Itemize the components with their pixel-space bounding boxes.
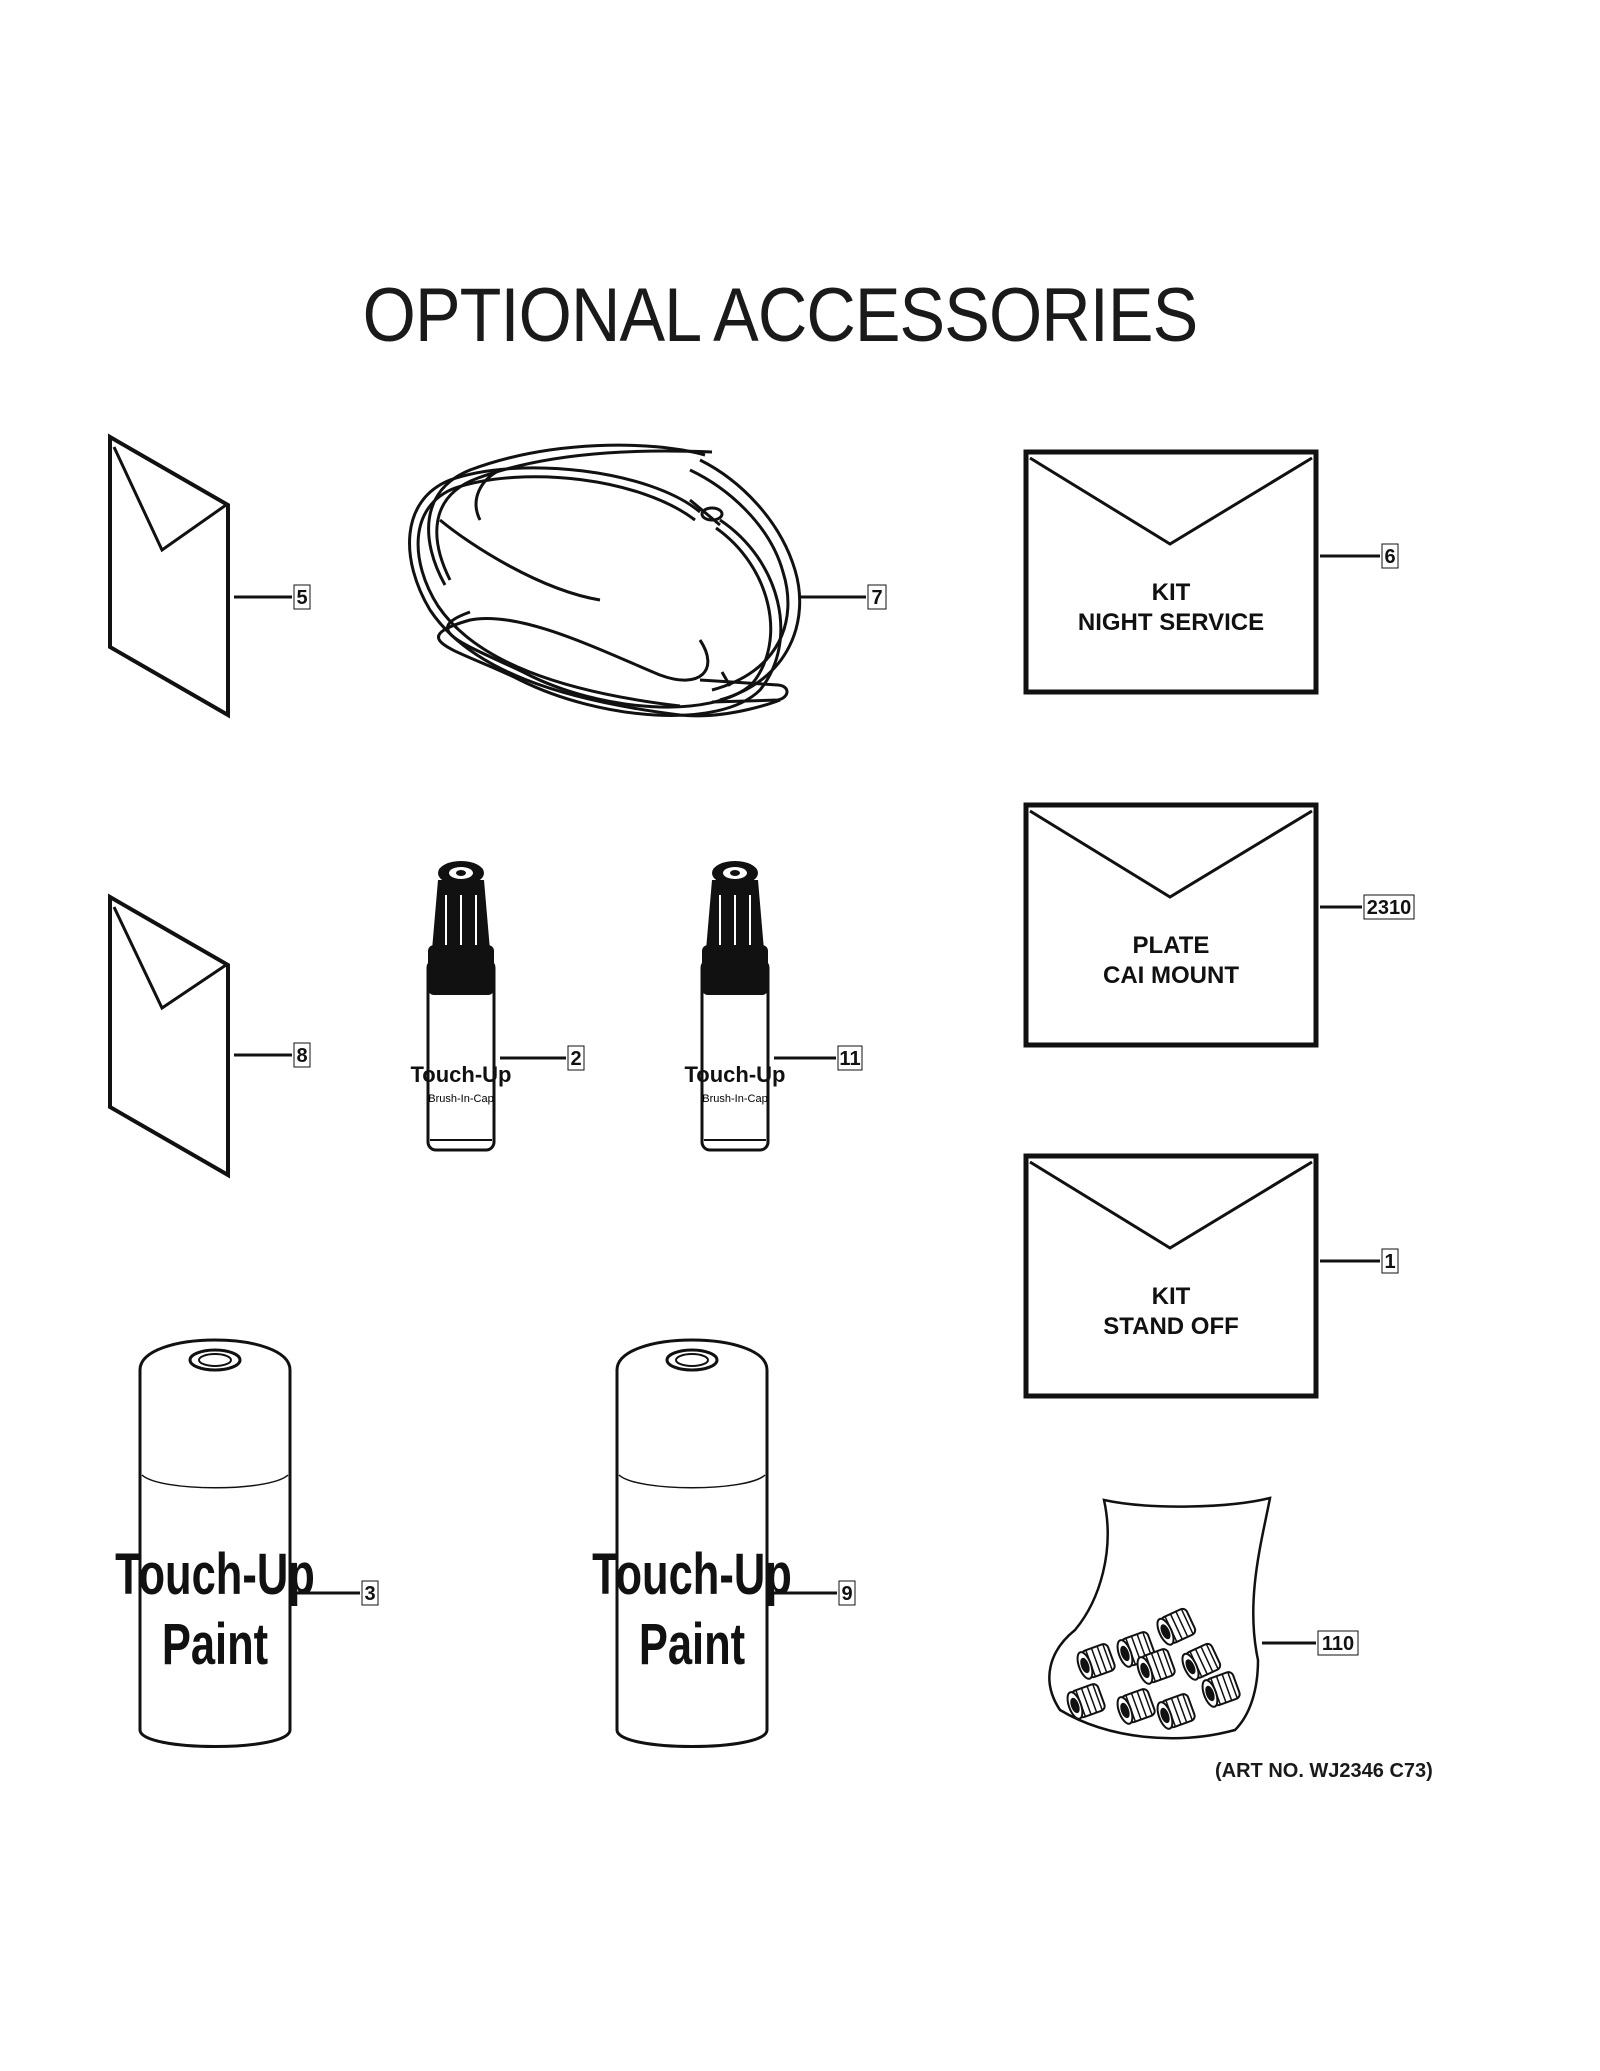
pen-11-label: Touch-Up (684, 1062, 785, 1087)
callout-11[interactable]: 11 (774, 1045, 863, 1071)
envelope-2310-line1: PLATE (1133, 932, 1210, 959)
callout-110[interactable]: 110 (1262, 1630, 1359, 1656)
envelope-2310-line2: CAI MOUNT (1103, 962, 1239, 989)
callout-2-label: 2 (570, 1048, 581, 1070)
callout-11-label: 11 (839, 1048, 860, 1070)
envelope-6-line1: KIT (1152, 579, 1191, 606)
envelope-6-line2: NIGHT SERVICE (1078, 609, 1264, 636)
callout-9-label: 9 (841, 1583, 852, 1605)
part-9-touch-up-paint-can: Touch-Up Paint (592, 1338, 792, 1748)
part-11-touch-up-pen: Touch-Up Brush-In-Cap (684, 861, 786, 1152)
callout-2[interactable]: 2 (500, 1045, 585, 1071)
art-number: (ART NO. WJ2346 C73) (1215, 1760, 1433, 1782)
part-7-gasket (408, 443, 802, 718)
callout-6-label: 6 (1384, 546, 1395, 568)
pen-2-label: Touch-Up (410, 1062, 511, 1087)
can-9-label-line2: Paint (639, 1612, 745, 1676)
callout-5-label: 5 (296, 587, 307, 609)
envelope-1-line1: KIT (1152, 1283, 1191, 1310)
callout-1-label: 1 (1384, 1251, 1395, 1273)
callout-7-label: 7 (871, 587, 882, 609)
callout-2310[interactable]: 2310 (1320, 894, 1415, 920)
callout-1[interactable]: 1 (1320, 1248, 1399, 1274)
callout-7[interactable]: 7 (800, 584, 887, 610)
callout-9[interactable]: 9 (773, 1580, 856, 1606)
callout-5[interactable]: 5 (234, 584, 311, 610)
pen-2-sublabel: Brush-In-Cap (428, 1093, 493, 1105)
can-9-label-line1: Touch-Up (592, 1542, 792, 1606)
diagram-title: OPTIONAL ACCESSORIES (362, 273, 1199, 358)
callout-110-label: 110 (1322, 1633, 1354, 1655)
can-3-label-line1: Touch-Up (115, 1542, 315, 1606)
part-1-kit-stand-off-envelope: KIT STAND OFF (1023, 1153, 1319, 1399)
callout-3-label: 3 (364, 1583, 375, 1605)
callout-2310-label: 2310 (1367, 897, 1412, 919)
pen-11-sublabel: Brush-In-Cap (702, 1093, 767, 1105)
part-110-bag-of-screws (1048, 1496, 1272, 1740)
part-8-document (108, 893, 230, 1179)
can-3-label-line2: Paint (162, 1612, 268, 1676)
envelope-1-line2: STAND OFF (1103, 1313, 1239, 1340)
callout-8-label: 8 (296, 1045, 307, 1067)
callout-8[interactable]: 8 (234, 1042, 311, 1068)
part-2310-plate-cai-mount-envelope: PLATE CAI MOUNT (1023, 802, 1319, 1048)
part-5-document (108, 433, 230, 719)
callout-6[interactable]: 6 (1320, 543, 1399, 569)
part-3-touch-up-paint-can: Touch-Up Paint (115, 1338, 315, 1748)
part-2-touch-up-pen: Touch-Up Brush-In-Cap (410, 861, 512, 1152)
part-6-kit-night-service-envelope: KIT NIGHT SERVICE (1023, 449, 1319, 695)
callout-3[interactable]: 3 (296, 1580, 379, 1606)
